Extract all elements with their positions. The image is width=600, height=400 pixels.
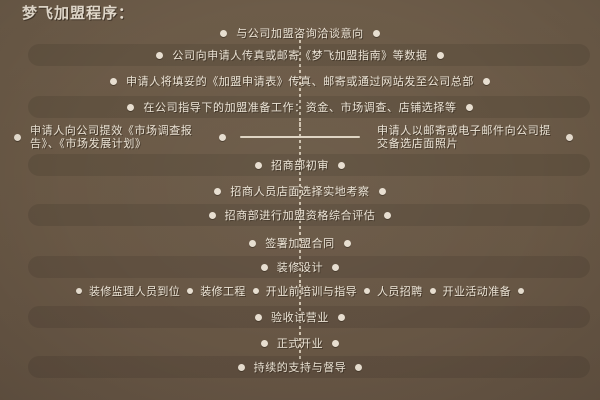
bullet-right-icon [332,263,340,271]
flow-step-label: 正式开业 [276,336,324,350]
bullet-right-icon [483,77,490,85]
page-title: 梦飞加盟程序： [22,4,135,22]
flow-parallel-item: 人员招聘 [377,284,423,298]
bullet-left-icon [156,51,164,59]
row-band [28,44,590,66]
flow-step-label: 申请人以邮寄或电子邮件向公司提交备选店面照片 [377,124,551,150]
row-band [28,356,590,378]
bullet-right-icon [338,161,345,169]
bullet-left-icon [14,133,21,141]
flow-step-row[interactable]: 在公司指导下的加盟准备工作：资金、市场调查、店铺选择等 [0,96,600,118]
bullet-right-icon [219,133,226,141]
bullet-right-icon [378,187,386,195]
bullet-right-icon [436,51,444,59]
bullet-separator-icon [364,288,370,294]
bullet-right-icon [518,288,525,294]
bullet-right-icon [332,339,340,347]
flow-split-right[interactable]: 申请人以邮寄或电子邮件向公司提交备选店面照片 [377,124,573,150]
row-band [28,96,590,118]
flow-step-row[interactable]: 正式开业 [0,332,600,354]
connector-spine-middle [299,160,301,284]
flow-step-row[interactable]: 签署加盟合同 [0,232,600,254]
bullet-left-icon [208,211,216,219]
flow-step-row[interactable]: 验收试营业 [0,306,600,328]
row-band [28,256,590,278]
flow-step-row[interactable]: 申请人将填妥的《加盟申请表》传真、邮寄或通过网站发至公司总部 [0,70,600,92]
bullet-right-icon [355,363,363,371]
flow-split-left[interactable]: 申请人向公司提效《市场调查报告》、《市场发展计划》 [14,124,226,150]
flow-step-row[interactable]: 招商部进行加盟资格综合评估 [0,204,600,226]
bullet-left-icon [237,363,245,371]
bullet-left-icon [255,313,262,321]
flow-step-row[interactable]: 公司向申请人传真或邮寄《梦飞加盟指南》等数据 [0,44,600,66]
flow-parallel-item: 开业前培训与指导 [265,284,357,298]
bullet-left-icon [214,187,222,195]
row-band [28,154,590,176]
flow-parallel-row[interactable]: 装修监理人员到位 装修工程 开业前培训与指导 人员招聘 开业活动准备 [0,280,600,302]
flow-step-label: 装修设计 [276,260,324,274]
bullet-left-icon [255,161,262,169]
bullet-left-icon [260,263,268,271]
bullet-right-icon [566,133,573,141]
flow-parallel-item: 开业活动准备 [442,284,512,298]
bullet-right-icon [384,211,392,219]
row-band [28,204,590,226]
connector-spine-bottom [299,284,301,360]
flow-step-label: 持续的支持与督导 [253,360,347,374]
connector-spine-top [299,34,301,128]
bullet-left-icon [260,339,268,347]
connector-spine-split [299,122,301,160]
bullet-left-icon [110,77,117,85]
bullet-right-icon [372,29,380,37]
split-connector-line [240,136,360,138]
flow-parallel-item: 装修监理人员到位 [88,284,181,298]
flow-step-label: 招商部初审 [271,158,329,172]
bullet-left-icon [75,288,82,294]
flow-step-label: 公司向申请人传真或邮寄《梦飞加盟指南》等数据 [172,48,428,62]
bullet-left-icon [249,239,257,247]
bullet-separator-icon [187,288,194,294]
flow-step-label: 签署加盟合同 [265,236,335,250]
flow-split-row: 申请人向公司提效《市场调查报告》、《市场发展计划》 申请人以邮寄或电子邮件向公司… [0,122,600,156]
flow-step-label: 申请人将填妥的《加盟申请表》传真、邮寄或通过网站发至公司总部 [126,74,474,88]
bullet-right-icon [338,313,345,321]
bullet-right-icon [343,239,351,247]
flow-step-label: 招商人员店面选择实地考察 [230,184,370,198]
bullet-separator-icon [429,288,436,294]
row-band [28,306,590,328]
flow-step-row[interactable]: 与公司加盟咨询洽谈意向 [0,22,600,44]
bullet-separator-icon [252,288,259,294]
flow-step-row[interactable]: 持续的支持与督导 [0,356,600,378]
flow-step-label: 招商部进行加盟资格综合评估 [224,208,376,222]
bullet-left-icon [220,29,228,37]
flow-parallel-item: 装修工程 [200,284,246,298]
flow-step-row[interactable]: 装修设计 [0,256,600,278]
flow-step-row[interactable]: 招商部初审 [0,154,600,176]
flow-step-label: 在公司指导下的加盟准备工作：资金、市场调查、店铺选择等 [143,100,457,114]
bullet-right-icon [465,103,473,111]
flow-step-label: 与公司加盟咨询洽谈意向 [236,26,364,40]
flow-step-row[interactable]: 招商人员店面选择实地考察 [0,180,600,202]
flow-step-label: 申请人向公司提效《市场调查报告》、《市场发展计划》 [30,124,193,150]
flow-step-label: 验收试营业 [271,310,329,324]
bullet-left-icon [127,103,135,111]
